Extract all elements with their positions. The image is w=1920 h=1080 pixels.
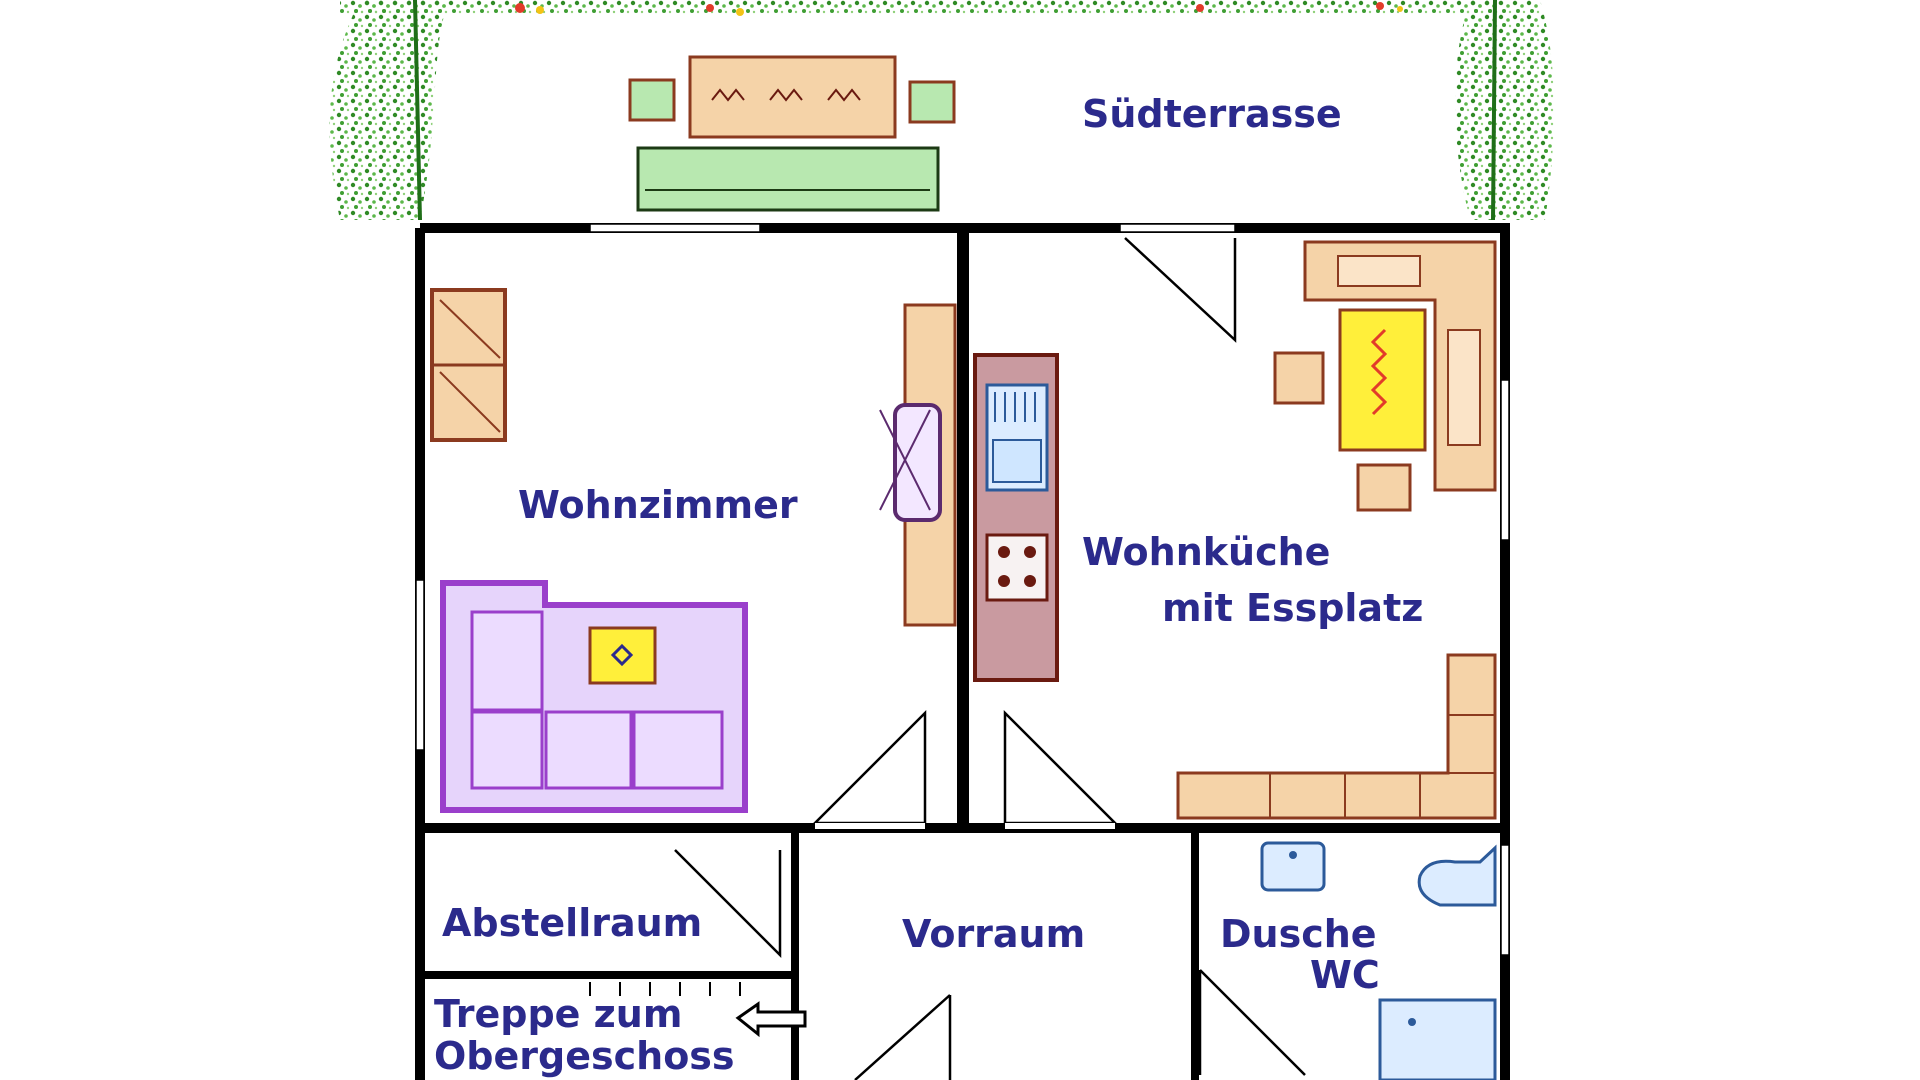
door-storage bbox=[674, 849, 782, 959]
plant-right bbox=[1455, 0, 1555, 220]
door-kitchen-terrace bbox=[1124, 237, 1237, 343]
shower bbox=[1378, 998, 1497, 1080]
label-stairs-line2: Obergeschoss bbox=[434, 1034, 735, 1078]
door-kitchen bbox=[1003, 709, 1119, 825]
doors bbox=[674, 237, 1306, 1080]
bathroom-fixtures bbox=[1260, 841, 1497, 1080]
terrace-furniture bbox=[628, 55, 956, 212]
hedge-top bbox=[340, 0, 1500, 14]
door-hall bbox=[854, 994, 952, 1080]
windows bbox=[415, 223, 1510, 956]
coffee-table bbox=[588, 626, 657, 685]
label-stairs-line1: Treppe zum bbox=[434, 992, 683, 1036]
terrace-bench bbox=[636, 146, 940, 212]
stove bbox=[985, 533, 1049, 602]
label-storage: Abstellraum bbox=[442, 901, 703, 945]
stairs-arrow-icon bbox=[735, 1001, 807, 1038]
dining-chair-left bbox=[1273, 351, 1325, 405]
flowers-top bbox=[515, 2, 1403, 16]
living-furniture bbox=[430, 288, 957, 813]
kitchen-l-counter bbox=[1176, 653, 1497, 820]
label-kitchen-line1: Wohnküche bbox=[1082, 530, 1331, 574]
tv bbox=[893, 403, 942, 522]
label-bath-line2: WC bbox=[1310, 953, 1380, 997]
dining-chair-bottom bbox=[1356, 463, 1412, 512]
label-hall: Vorraum bbox=[902, 912, 1086, 956]
door-bath bbox=[1198, 969, 1306, 1076]
label-terrace: Südterrasse bbox=[1082, 92, 1342, 136]
kitchen-furniture bbox=[973, 240, 1497, 820]
stairs bbox=[589, 982, 807, 1038]
terrace-chair-right bbox=[908, 80, 956, 124]
terrace-plants bbox=[329, 0, 1555, 221]
plant-left bbox=[329, 0, 450, 220]
terrace-table bbox=[688, 55, 897, 139]
washbasin bbox=[1260, 841, 1326, 892]
label-kitchen-line2: mit Essplatz bbox=[1162, 586, 1424, 630]
door-living bbox=[811, 709, 927, 825]
terrace-chair-left bbox=[628, 78, 676, 122]
toilet bbox=[1417, 844, 1497, 907]
label-living-room: Wohnzimmer bbox=[518, 483, 798, 527]
label-bath-line1: Dusche bbox=[1220, 912, 1377, 956]
